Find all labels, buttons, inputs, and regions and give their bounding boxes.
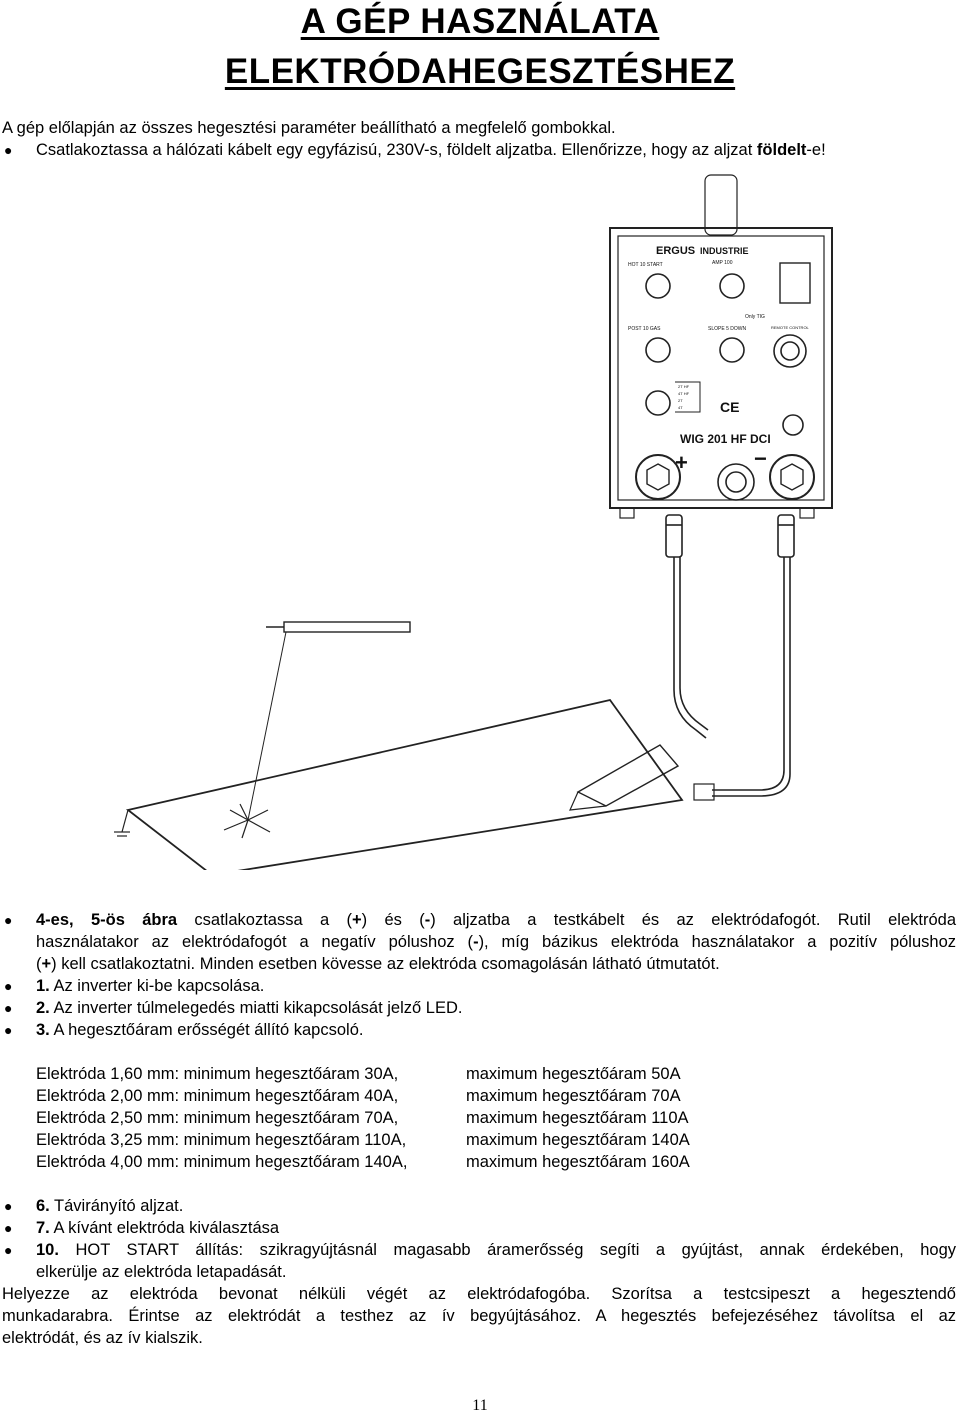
mode-label-2: 4T HF: [678, 391, 690, 396]
bullet-dot: ●: [4, 1022, 13, 1038]
only-tig-label: Only TIG: [745, 314, 765, 320]
page-title-line2: ELEKTRÓDAHEGESZTÉSHEZ: [224, 52, 736, 91]
brand-line-label: INDUSTRIE: [700, 246, 749, 256]
bullet-dot: ●: [4, 912, 13, 928]
item-10-line1: 10. HOT START állítás: szikragyújtásnál …: [36, 1241, 956, 1259]
brand-label: ERGUS: [656, 245, 695, 257]
page-title-line1: A GÉP HASZNÁLATA: [300, 2, 660, 41]
bullet-dot: ●: [4, 1220, 13, 1236]
hot-start-label: HOT 10 START: [628, 262, 663, 268]
electrode-row: Elektróda 2,50 mm: minimum hegesztőáram …: [36, 1109, 689, 1127]
para-connect-line1: 4-es, 5-ös ábra csatlakoztassa a (+) és …: [36, 911, 956, 929]
para-connect-line2: használatakor az elektródafogót a negatí…: [36, 933, 956, 951]
bullet-dot: ●: [4, 142, 13, 158]
mode-label-3: 2T: [678, 398, 683, 403]
bullet-dot: ●: [4, 1242, 13, 1258]
closing-line3: elektródát, és az ív kialszik.: [2, 1329, 203, 1347]
remote-control-label: REMOTE CONTROL: [771, 325, 810, 330]
bullet-power-cable: Csatlakoztassa a hálózati kábelt egy egy…: [36, 141, 826, 159]
closing-line2: munkadarabra. Érintse az elektródát a te…: [2, 1307, 956, 1325]
electrode-row: Elektróda 3,25 mm: minimum hegesztőáram …: [36, 1131, 690, 1149]
ce-mark: CE: [720, 399, 739, 415]
bullet-dot: ●: [4, 1198, 13, 1214]
intro-text: A gép előlapján az összes hegesztési par…: [2, 119, 616, 137]
item-1: 1. Az inverter ki-be kapcsolása.: [36, 977, 265, 995]
bullet-dot: ●: [4, 978, 13, 994]
item-6: 6. Távirányító aljzat.: [36, 1197, 184, 1215]
item-3: 3. A hegesztőáram erősségét állító kapcs…: [36, 1021, 364, 1039]
electrode-row: Elektróda 4,00 mm: minimum hegesztőáram …: [36, 1153, 690, 1171]
model-label: WIG 201 HF DCI: [680, 432, 771, 446]
item-2: 2. Az inverter túlmelegedés miatti kikap…: [36, 999, 463, 1017]
post-gas-label: POST 10 GAS: [628, 326, 661, 332]
para-connect-line3: (+) kell csatlakoztatni. Minden esetben …: [36, 955, 720, 973]
electrode-row: Elektróda 2,00 mm: minimum hegesztőáram …: [36, 1087, 681, 1105]
closing-line1: Helyezze az elektróda bevonat nélküli vé…: [2, 1285, 956, 1303]
welding-setup-diagram: ERGUS INDUSTRIE HOT 10 START AMP 100 POS…: [114, 174, 833, 870]
plus-terminal-label: +: [675, 450, 688, 475]
electrode-row: Elektróda 1,60 mm: minimum hegesztőáram …: [36, 1065, 681, 1083]
bullet-dot: ●: [4, 1000, 13, 1016]
mode-label-4: 4T: [678, 405, 683, 410]
item-7: 7. A kívánt elektróda kiválasztása: [36, 1219, 280, 1237]
amp-label: AMP 100: [712, 260, 733, 266]
mode-label-1: 2T HF: [678, 384, 690, 389]
item-10-line2: elkerülje az elektróda letapadását.: [36, 1263, 287, 1281]
slope-down-label: SLOPE 5 DOWN: [708, 326, 746, 332]
minus-terminal-label: −: [754, 446, 767, 471]
page-number: 11: [472, 1397, 488, 1414]
